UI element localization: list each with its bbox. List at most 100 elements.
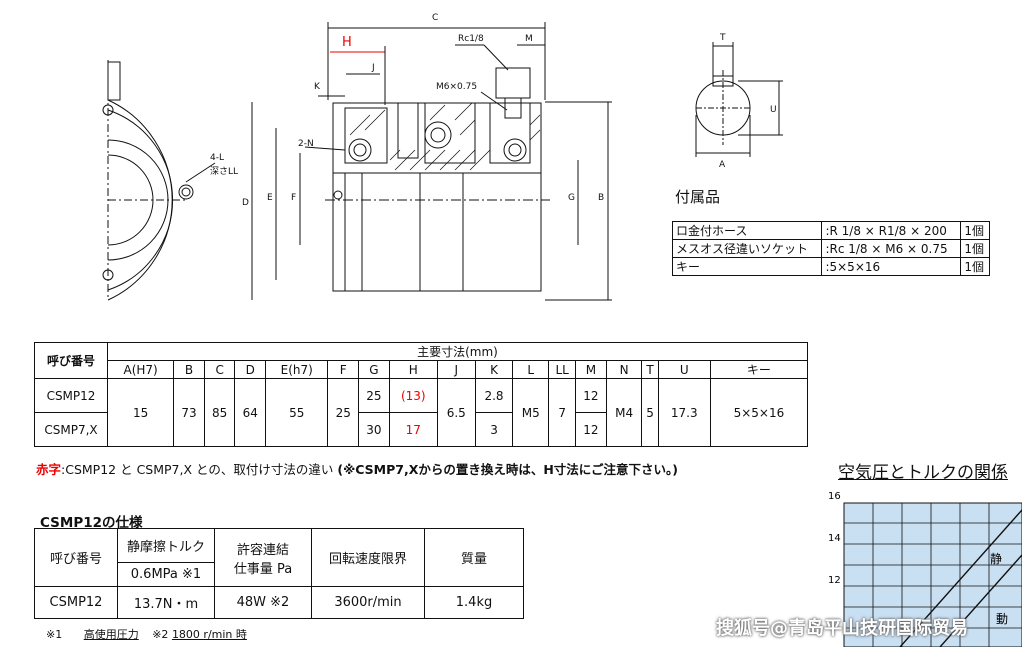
pressure-torque-graph: 16 14 12 静 動 — [828, 491, 1022, 647]
table-row: CSMP12 13.7N・m 48W ※2 3600r/min 1.4kg — [34, 586, 524, 619]
graph-title: 空気圧とトルクの関係 — [838, 463, 1008, 483]
dim-label-rc: Rc1/8 — [458, 34, 484, 44]
dim-label-k: K — [314, 82, 321, 92]
accessory-row: キー :5×5×16 1個 — [671, 257, 990, 276]
y-tick: 16 — [828, 491, 841, 502]
static-label: 静 — [990, 552, 1002, 566]
cell-j: 6.5 — [436, 378, 476, 447]
accessory-qty: 1個 — [960, 221, 990, 240]
dim-label-b: B — [598, 193, 604, 203]
cell-n: M4 — [605, 378, 643, 447]
technical-drawing: C H Rc1/8 M J K M6×0.75 2-N 4-L 深さLL D E… — [102, 13, 783, 301]
spec-mass: 1.4kg — [424, 586, 524, 619]
cell-h: 17 — [388, 412, 438, 447]
accessory-qty: 1個 — [960, 257, 990, 276]
dynamic-label: 動 — [996, 612, 1008, 626]
cell-b: 73 — [173, 378, 205, 447]
spec-header-mass: 質量 — [424, 528, 524, 587]
cell-u: 17.3 — [657, 378, 711, 447]
col-model-header: 呼び番号 — [34, 342, 108, 379]
spec-footnotes: ※1 高使用圧力 ※2 1800 r/min 時 — [46, 626, 247, 642]
col-header: H — [388, 360, 438, 379]
spec-header-model: 呼び番号 — [34, 528, 118, 587]
dim-label-c: C — [432, 13, 438, 23]
dim-label-t: T — [719, 33, 726, 43]
col-header: C — [203, 360, 236, 379]
spec-model: CSMP12 — [34, 586, 118, 619]
col-header: A(H7) — [106, 360, 175, 379]
cell-a: 15 — [106, 378, 175, 447]
spec-power: 48W ※2 — [214, 586, 312, 619]
col-header: L — [512, 360, 550, 379]
accessory-spec: :Rc 1/8 × M6 × 0.75 — [821, 239, 962, 258]
footnote-2: 1800 r/min 時 — [171, 628, 247, 641]
table-row: CSMP7,X 30 17 3 12 — [34, 412, 808, 447]
accessory-spec: :5×5×16 — [821, 257, 962, 276]
dimensions-table: 呼び番号 主要寸法(mm) A(H7) B C D E(h7) F G H J … — [34, 342, 809, 447]
col-header: D — [234, 360, 267, 379]
col-header: G — [358, 360, 390, 379]
dim-label-h: H — [342, 35, 352, 50]
accessory-name: ロ金付ホース — [671, 221, 823, 240]
accessory-name: メスオス径違いソケット — [671, 239, 823, 258]
dim-label-g: G — [568, 193, 575, 203]
dim-label-d: D — [242, 198, 249, 208]
group-header: 主要寸法(mm) — [107, 342, 808, 361]
spec-speed: 3600r/min — [311, 586, 425, 619]
cell-g: 30 — [358, 412, 390, 447]
accessory-row: メスオス径違いソケット :Rc 1/8 × M6 × 0.75 1個 — [671, 239, 990, 258]
col-header: U — [657, 360, 711, 379]
spec-title: CSMP12の仕様 — [40, 515, 143, 531]
note-text: :CSMP12 と CSMP7,X との、取付け寸法の違い — [61, 462, 334, 477]
cell-d: 64 — [234, 378, 267, 447]
accessories-title: 付属品 — [675, 188, 721, 206]
accessory-qty: 1個 — [960, 239, 990, 258]
cell-l: M5 — [512, 378, 550, 447]
dim-label-e: E — [267, 193, 273, 203]
spec-header-torque: 静摩擦トルク — [117, 528, 215, 563]
cell-k: 2.8 — [474, 378, 514, 413]
col-header: LL — [548, 360, 577, 379]
col-header: E(h7) — [265, 360, 329, 379]
accessory-name: キー — [671, 257, 823, 276]
dim-label-u: U — [770, 105, 777, 115]
col-header: B — [173, 360, 205, 379]
accessories-table: ロ金付ホース :R 1/8 × R1/8 × 200 1個 メスオス径違いソケッ… — [671, 221, 990, 276]
dim-label-f: F — [291, 193, 296, 203]
cell-m: 12 — [575, 378, 607, 413]
col-header: T — [641, 360, 659, 379]
y-tick: 14 — [828, 533, 841, 544]
dim-label-4l: 4-L — [210, 153, 224, 163]
note-warning: (※CSMP7,Xからの置き換え時は、H寸法にご注意下さい。) — [337, 462, 679, 477]
difference-note: 赤字:CSMP12 と CSMP7,X との、取付け寸法の違い (※CSMP7,… — [36, 459, 678, 478]
cell-t: 5 — [641, 378, 659, 447]
watermark: 搜狐号@青岛平山技研国际贸易 — [716, 618, 968, 639]
col-header: N — [605, 360, 643, 379]
col-header: F — [327, 360, 360, 379]
cell-m: 12 — [575, 412, 607, 447]
cell-c: 85 — [203, 378, 236, 447]
cell-ll: 7 — [548, 378, 577, 447]
footnote-1: 高使用圧力 — [83, 628, 139, 641]
dim-label-2n: 2-N — [298, 139, 314, 149]
dim-label-m6: M6×0.75 — [436, 82, 477, 92]
spec-header-torque-sub: 0.6MPa ※1 — [117, 562, 215, 587]
cell-e: 55 — [265, 378, 329, 447]
model-cell: CSMP12 — [34, 378, 108, 413]
col-header: キー — [709, 360, 809, 379]
cell-key: 5×5×16 — [709, 378, 809, 447]
dim-label-m: M — [525, 34, 533, 44]
dim-label-depth: 深さLL — [210, 166, 238, 177]
spec-header-power: 許容連結 仕事量 Pa — [214, 528, 312, 587]
cell-h: (13) — [388, 378, 438, 413]
accessory-row: ロ金付ホース :R 1/8 × R1/8 × 200 1個 — [671, 221, 990, 240]
cell-f: 25 — [327, 378, 360, 447]
dim-label-j: J — [371, 63, 375, 73]
col-header: M — [575, 360, 607, 379]
footnote-mark-1: ※1 — [46, 628, 63, 641]
spec-header-speed: 回転速度限界 — [311, 528, 425, 587]
accessory-spec: :R 1/8 × R1/8 × 200 — [821, 221, 962, 240]
y-tick: 12 — [828, 575, 841, 586]
col-header: K — [474, 360, 514, 379]
cell-g: 25 — [358, 378, 390, 413]
